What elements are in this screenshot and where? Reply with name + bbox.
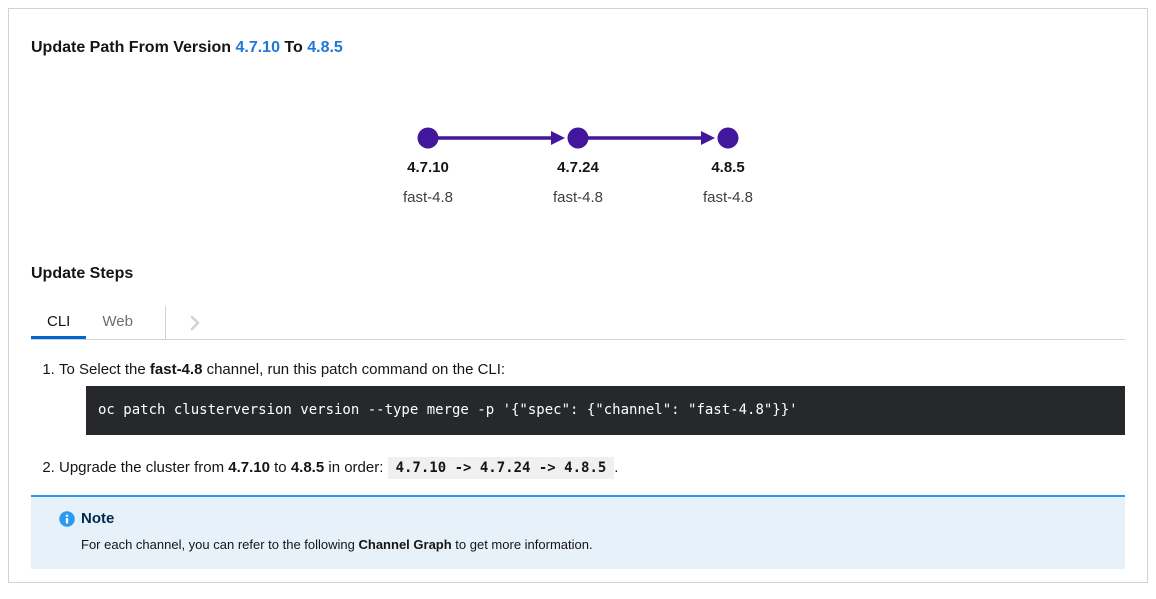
title-from-version: 4.7.10 <box>235 39 280 56</box>
note-body-bold: Channel Graph <box>358 537 452 552</box>
update-path-card: Update Path From Version 4.7.10 To 4.8.5… <box>8 8 1148 583</box>
upgrade-order-code: 4.7.10 -> 4.7.24 -> 4.8.5 <box>387 457 615 479</box>
tab-divider <box>164 306 166 339</box>
graph-channel-label: fast-4.8 <box>552 189 604 206</box>
step-1-text-after: channel, run this patch command on the C… <box>202 361 506 378</box>
step-2-text-3: in order: <box>324 459 388 476</box>
update-steps-list: To Select the fast-4.8 channel, run this… <box>31 359 1125 479</box>
step-1-text: To Select the <box>59 361 150 378</box>
graph-node-1 <box>417 127 439 149</box>
graph-node-2 <box>567 127 589 149</box>
title-to-version: 4.8.5 <box>307 39 343 56</box>
tab-web[interactable]: Web <box>102 312 133 330</box>
note-title: Note <box>81 510 115 527</box>
graph-channel-label: fast-4.8 <box>702 189 754 206</box>
graph-node-3 <box>717 127 739 149</box>
chevron-right-icon <box>190 315 200 330</box>
note-alert: Note For each channel, you can refer to … <box>31 495 1125 569</box>
step-2-text-2: to <box>269 459 291 476</box>
tab-cli[interactable]: CLI <box>31 306 87 339</box>
tab-scroll-right-button[interactable] <box>166 306 224 339</box>
update-steps-heading: Update Steps <box>31 265 134 282</box>
graph-channel-label: fast-4.8 <box>402 189 454 206</box>
step-2-to-version: 4.8.5 <box>290 459 325 476</box>
note-body: For each channel, you can refer to the f… <box>81 536 1109 553</box>
steps-tab-bar: CLI Web <box>31 306 1125 340</box>
graph-version-label: 4.8.5 <box>711 159 745 176</box>
note-body-text: For each channel, you can refer to the f… <box>81 537 359 552</box>
step-2-text-4: . <box>614 459 619 476</box>
title-connector: To <box>279 39 308 56</box>
page-title: Update Path From Version 4.7.10 To 4.8.5 <box>31 38 1125 58</box>
info-icon <box>59 511 75 527</box>
update-path-graphic <box>417 127 739 149</box>
note-body-text-after: to get more information. <box>451 537 593 552</box>
step-1-channel: fast-4.8 <box>149 361 203 378</box>
title-prefix: Update Path From Version <box>31 39 236 56</box>
step-2-from-version: 4.7.10 <box>228 459 270 476</box>
step-2: Upgrade the cluster from 4.7.10 to 4.8.5… <box>59 457 1125 479</box>
step-2-text-1: Upgrade the cluster from <box>59 459 229 476</box>
graph-version-label: 4.7.10 <box>407 159 449 176</box>
step-1: To Select the fast-4.8 channel, run this… <box>59 359 1125 435</box>
graph-channel-labels: fast-4.8 fast-4.8 fast-4.8 <box>353 188 803 208</box>
note-header: Note <box>59 511 1109 527</box>
graph-version-label: 4.7.24 <box>557 159 599 176</box>
update-path-graph: 4.7.10 4.7.24 4.8.5 fast-4.8 fast-4.8 fa… <box>353 118 803 208</box>
patch-command-codeblock: oc patch clusterversion version --type m… <box>86 386 1125 435</box>
graph-version-labels: 4.7.10 4.7.24 4.8.5 <box>353 159 803 176</box>
